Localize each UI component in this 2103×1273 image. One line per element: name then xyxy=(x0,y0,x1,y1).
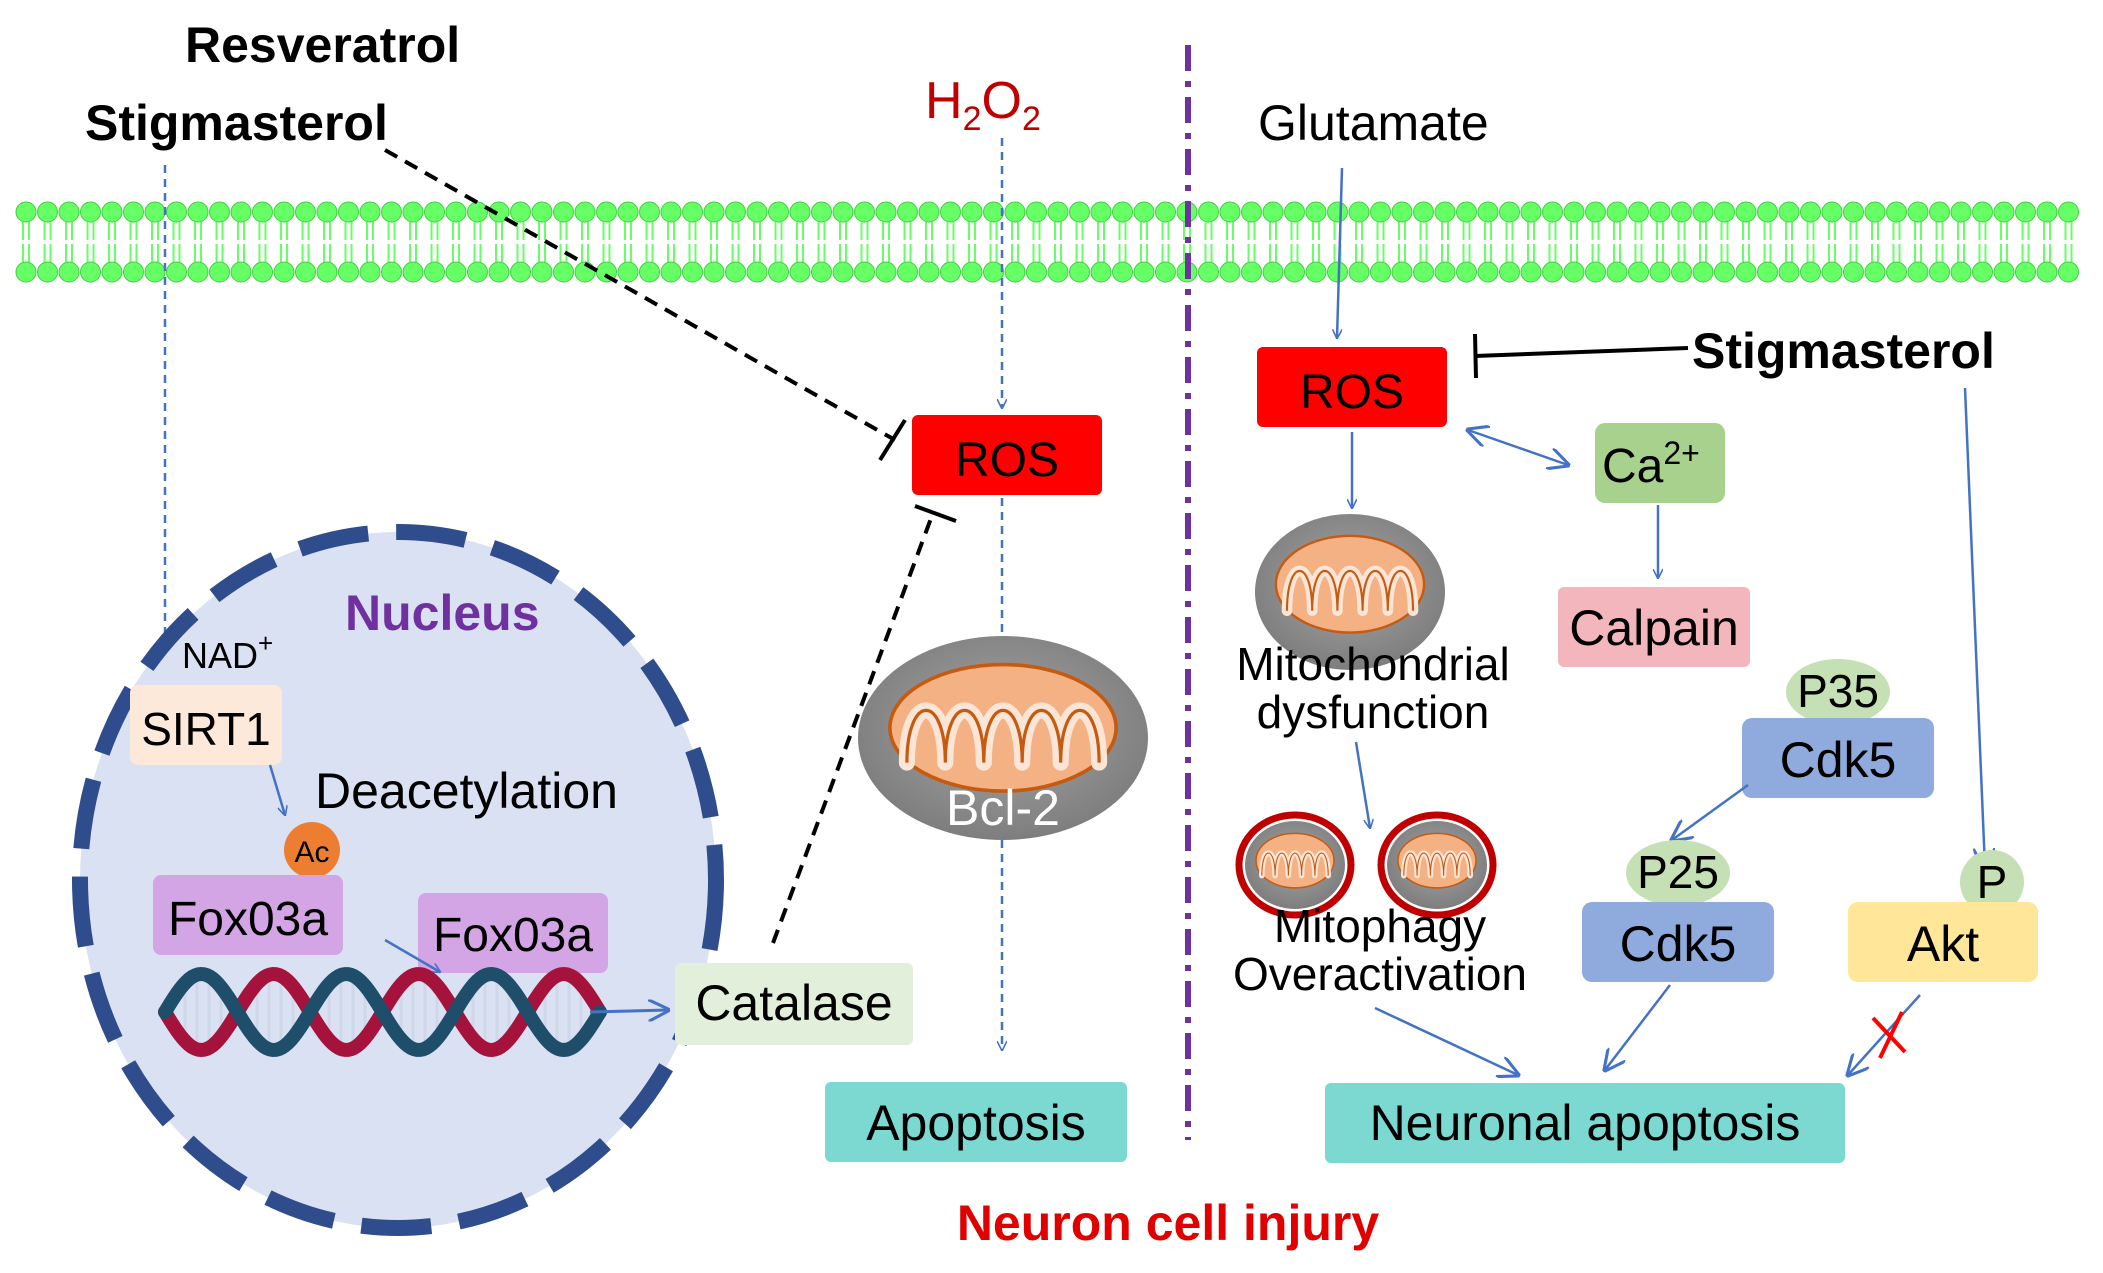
foxo3a-box-2 xyxy=(418,893,608,973)
stigmasterol-inhibits-ros-line xyxy=(384,148,896,442)
deacetylation-label: Deacetylation xyxy=(315,763,618,819)
cdk5-to-p25-arrow xyxy=(1672,783,1749,840)
nad-label: NAD+ xyxy=(182,628,273,676)
nucleus-label: Nucleus xyxy=(345,585,540,641)
dysfunction-to-mitophagy-arrow xyxy=(1354,741,1370,828)
resveratrol-label: Resveratrol xyxy=(185,17,460,73)
cdk5-box-1 xyxy=(1742,718,1934,798)
calcium-label: Ca2+ xyxy=(1602,435,1700,493)
ros-label-middle: ROS xyxy=(955,434,1059,487)
foxo3a-translocation-arrow xyxy=(384,938,440,972)
h2o2-label: H2O2 xyxy=(925,72,1041,138)
mito-dysfunction-label-2: dysfunction xyxy=(1257,686,1490,738)
p35-label: P35 xyxy=(1797,665,1879,717)
akt-label: Akt xyxy=(1907,916,1979,972)
apoptosis-label: Apoptosis xyxy=(866,1095,1086,1151)
foxo3a-box-1 xyxy=(153,875,343,955)
p35-bubble xyxy=(1786,659,1890,725)
inhibition-bar xyxy=(878,418,907,462)
catalase-inhibits-ros-line xyxy=(771,512,935,944)
cdk5-label-1: Cdk5 xyxy=(1780,732,1897,788)
mitophagy-label-2: Overactivation xyxy=(1233,948,1527,1000)
foxo3a-label-1: Fox03a xyxy=(168,893,328,946)
figure-title: Neuron cell injury xyxy=(957,1195,1380,1251)
glutamate-to-ros-arrow xyxy=(1337,167,1344,338)
mitochondrion-dysfunction xyxy=(1255,514,1445,670)
akt-box xyxy=(1848,902,2038,982)
stigmasterol-label-right: Stigmasterol xyxy=(1692,323,1995,379)
stigmasterol-inhibition-bar-right xyxy=(1473,333,1478,379)
nad-text: NAD xyxy=(182,635,258,676)
neuronal-apoptosis-label: Neuronal apoptosis xyxy=(1370,1095,1801,1151)
mitophagy-label-1: Mitophagy xyxy=(1274,900,1486,952)
stigmasterol-to-akt-arrow xyxy=(1963,387,1985,868)
p25-bubble xyxy=(1626,840,1730,906)
ros-ca-bidirectional-arrow xyxy=(1468,430,1568,465)
cell-membrane xyxy=(15,201,2079,283)
sirt1-to-foxo3a-arrow xyxy=(268,764,285,815)
calpain-label: Calpain xyxy=(1569,600,1739,656)
blocked-x-mark xyxy=(1871,1011,1907,1059)
cdk5-to-apoptosis-arrow xyxy=(1605,984,1671,1070)
h2o2-h: H xyxy=(925,72,963,130)
mitophagy-mitochondria xyxy=(1235,811,1497,919)
ros-box-right xyxy=(1257,347,1447,427)
sirt1-box xyxy=(130,685,282,765)
dna-helix xyxy=(158,966,607,1058)
bcl2-label: Bcl-2 xyxy=(946,780,1060,836)
foxo3a-label-2: Fox03a xyxy=(433,909,593,962)
neuronal-apoptosis-box xyxy=(1325,1083,1845,1163)
mito-dysfunction-label-1: Mitochondrial xyxy=(1236,638,1510,690)
akt-to-apoptosis-blocked-arrow xyxy=(1848,994,1921,1075)
calcium-box xyxy=(1595,423,1725,503)
catalase-label: Catalase xyxy=(695,975,892,1031)
acetyl-label: Ac xyxy=(294,836,329,869)
dna-to-catalase-arrow xyxy=(589,1010,668,1012)
cdk5-label-2: Cdk5 xyxy=(1620,916,1737,972)
phospho-bubble xyxy=(1960,850,2024,914)
stigmasterol-label-left: Stigmasterol xyxy=(85,95,388,151)
cdk5-box-2 xyxy=(1582,902,1774,982)
mitochondrion-bcl2 xyxy=(858,636,1148,840)
nad-superscript: + xyxy=(258,628,273,658)
ros-box-middle xyxy=(912,415,1102,495)
acetyl-group xyxy=(284,822,340,878)
catalase-box xyxy=(675,963,913,1045)
calcium-superscript: 2+ xyxy=(1663,435,1699,471)
ros-label-right: ROS xyxy=(1300,366,1404,419)
p25-label: P25 xyxy=(1637,846,1719,898)
apoptosis-box xyxy=(825,1082,1127,1162)
calpain-box xyxy=(1558,587,1750,667)
phospho-label: P xyxy=(1977,856,2008,908)
h2o2-subscript-2: 2 xyxy=(1022,100,1041,138)
h2o2-subscript-1: 2 xyxy=(963,100,982,138)
h2o2-o: O xyxy=(981,72,1021,130)
glutamate-label: Glutamate xyxy=(1258,95,1489,151)
mitophagy-to-apoptosis-arrow xyxy=(1374,1006,1518,1075)
sirt1-label: SIRT1 xyxy=(141,703,271,755)
catalase-inhibition-bar xyxy=(914,504,957,523)
calcium-text: Ca xyxy=(1602,440,1664,493)
stigmasterol-inhibits-ros-right xyxy=(1474,346,1689,358)
